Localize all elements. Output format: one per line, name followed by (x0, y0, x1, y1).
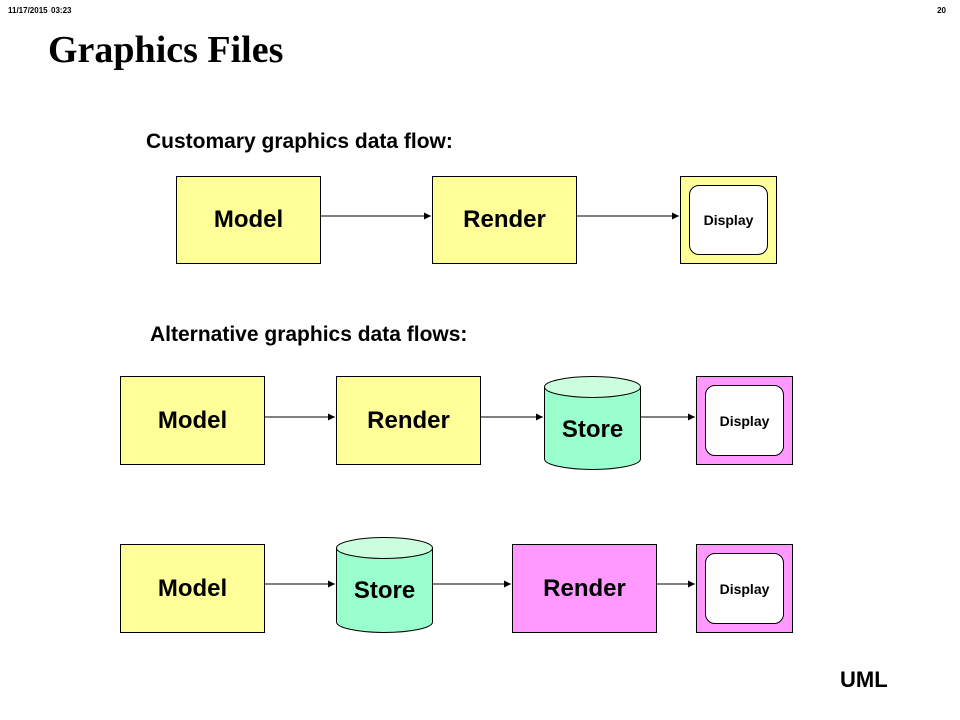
alt1-display-screen: Display (696, 376, 793, 465)
alt1-store-cylinder: Store (544, 376, 641, 470)
page-title: Graphics Files (48, 29, 284, 71)
alt2-display-screen: Display (696, 544, 793, 633)
alt2-store-shape (336, 537, 433, 633)
customary-render-box: Render (432, 176, 577, 264)
customary-render-label: Render (463, 206, 546, 233)
header-time: 03:23 (51, 6, 72, 15)
alt1-display-label: Display (705, 385, 784, 456)
alt1-render-box: Render (336, 376, 481, 465)
alt1-render-label: Render (367, 406, 450, 434)
alt2-store-cylinder: Store (336, 537, 433, 633)
alternative-caption: Alternative graphics data flows: (150, 323, 468, 346)
customary-caption: Customary graphics data flow: (146, 130, 453, 153)
alt1-model-box: Model (120, 376, 265, 465)
alt1-model-label: Model (157, 406, 228, 434)
alt2-model-box: Model (120, 544, 265, 633)
alt2-model-label: Model (157, 574, 228, 602)
alt2-render-label: Render (543, 574, 626, 602)
alt2-display-label: Display (705, 553, 784, 624)
alt2-render-box: Render (512, 544, 657, 633)
customary-model-box: Model (176, 176, 321, 264)
page-number: 20 (937, 6, 946, 15)
customary-display-screen: Display (680, 176, 777, 264)
uml-label: UML (840, 667, 888, 692)
alt2-store-label: Store (353, 577, 416, 604)
alt1-store-label: Store (561, 416, 624, 443)
alt1-store-shape (544, 376, 641, 470)
customary-model-label: Model (213, 206, 284, 233)
header-date: 11/17/2015 (8, 6, 48, 15)
customary-display-label: Display (689, 185, 768, 255)
